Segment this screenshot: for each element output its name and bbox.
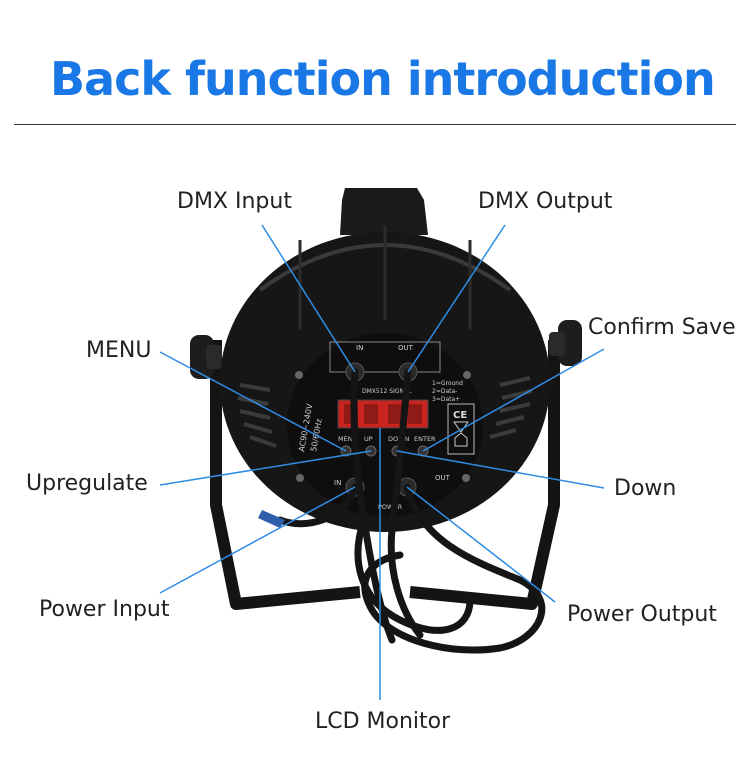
callout-lcd-monitor: LCD Monitor [315, 709, 451, 734]
callout-menu: MENU [86, 338, 152, 363]
leader-lines [159, 224, 605, 700]
callout-power-output: Power Output [567, 602, 717, 627]
page-title: Back function introduction [50, 52, 716, 106]
enter-button-text: ENTER [414, 435, 436, 443]
left-vents [237, 383, 277, 448]
top-fin-block [340, 188, 428, 235]
screw [296, 474, 304, 482]
screw [462, 474, 470, 482]
power-plug [258, 510, 285, 528]
pinout-line-1: 1=Ground [432, 380, 463, 387]
lcd-digit [364, 404, 378, 424]
screw [295, 371, 303, 379]
cables [276, 368, 546, 654]
lcd-digit [408, 404, 422, 424]
pinout-line-3: 3=Data+ [432, 396, 460, 403]
power-out-text: OUT [435, 474, 451, 482]
lcd-digit [388, 404, 402, 424]
power-in-text: IN [334, 479, 341, 487]
pinout-line-2: 2=Data- [432, 388, 457, 395]
certification-box [447, 403, 475, 455]
dmx-port-frame [329, 341, 441, 373]
title-divider [14, 124, 736, 125]
indoor-use-icon [454, 432, 468, 447]
up-button-text: UP [364, 435, 373, 443]
power-text: POWER [378, 503, 403, 511]
ce-mark: CE [453, 410, 467, 421]
callout-dmx-output: DMX Output [478, 189, 613, 214]
callout-down: Down [614, 476, 677, 501]
callout-dmx-input: DMX Input [177, 189, 292, 214]
screw [463, 371, 471, 379]
callout-power-input: Power Input [39, 597, 170, 622]
dmx-signal-text: DMX512 SIGNAL [362, 388, 412, 395]
callout-upregulate: Upregulate [26, 471, 148, 496]
dmx-out-text: OUT [398, 344, 414, 352]
dmx-in-text: IN [356, 344, 363, 352]
left-knob [190, 335, 222, 379]
right-knob [549, 320, 582, 366]
menu-button-text: MENU [338, 435, 358, 443]
callout-confirm-save: Confirm Save [588, 315, 736, 340]
